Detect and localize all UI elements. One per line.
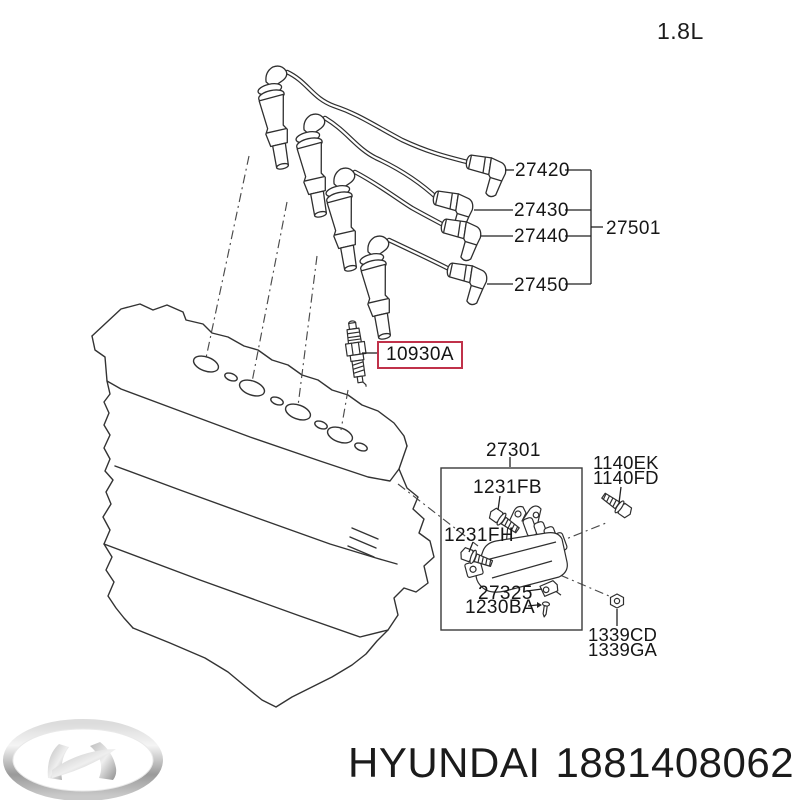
mounting-bolts (457, 489, 635, 609)
wire-set-label: 27501 (606, 218, 661, 239)
coil-box-label: 27301 (486, 440, 541, 461)
coil-assembly-box (440, 467, 583, 631)
wire-label-27430: 27430 (514, 200, 569, 221)
sensor-label: 27325 (478, 583, 533, 604)
mount-nut (609, 593, 625, 609)
mount-nut-label-2: 1339GA (588, 638, 658, 660)
wire-label-27420: 27420 (515, 160, 570, 181)
hyundai-logo-icon (2, 718, 166, 800)
screw-label: 1230BA (465, 597, 536, 618)
bolt-label-1231FB: 1231FB (473, 477, 542, 498)
mount-bolt-labels: 1140EK 1140FD (593, 452, 659, 488)
spark-plug (344, 320, 367, 387)
engine-block-drawing (91, 303, 435, 708)
mount-bolt-label-2: 1140FD (593, 466, 659, 488)
brand-name: HYUNDAI (348, 739, 541, 786)
mount-nut-label-1: 1339CD (588, 624, 658, 645)
leader-lines-solid (362, 169, 622, 626)
wire-label-27440: 27440 (514, 226, 569, 247)
bolt-label-1231FH: 1231FH (444, 525, 514, 546)
highlighted-part-label: 10930A (377, 341, 463, 369)
engine-size-label: 1.8L (657, 18, 704, 44)
spark-plug-wells (192, 355, 368, 452)
sensor-27325 (539, 580, 562, 597)
mount-nut-labels: 1339CD 1339GA (588, 624, 658, 660)
part-number: 1881408062 (555, 739, 795, 786)
ignition-coil-drawing (464, 505, 568, 618)
wire-label-27450: 27450 (514, 275, 569, 296)
mount-bolt-label-1: 1140EK (593, 452, 659, 473)
screw-1230BA (541, 601, 551, 618)
footer-part-title: HYUNDAI 1881408062 (348, 739, 794, 787)
